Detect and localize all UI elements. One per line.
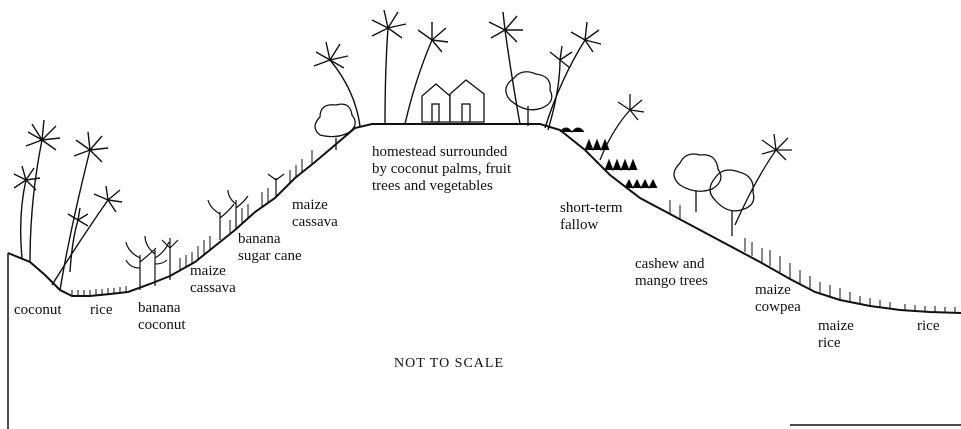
label-cashew-mango: cashew and mango trees — [635, 256, 708, 290]
label-maize-cassava-high: maize cassava — [292, 197, 338, 231]
fallow-vegetation — [560, 128, 657, 188]
label-maize-rice: maize rice — [818, 318, 854, 352]
label-maize-cassava-low: maize cassava — [190, 263, 236, 297]
crops-right-slope — [670, 200, 955, 313]
label-homestead: homestead surrounded by coconut palms, f… — [372, 144, 511, 195]
label-banana-sugar-cane: banana sugar cane — [238, 231, 302, 265]
label-short-term-fallow: short-term fallow — [560, 200, 622, 234]
label-coconut: coconut — [14, 302, 61, 319]
not-to-scale-note: NOT TO SCALE — [394, 356, 504, 372]
label-maize-cowpea: maize cowpea — [755, 282, 801, 316]
label-rice-right: rice — [917, 318, 939, 335]
label-rice-left: rice — [90, 302, 112, 319]
coconut-palms-left — [14, 120, 122, 290]
houses — [422, 80, 484, 122]
label-banana-coconut: banana coconut — [138, 300, 185, 334]
